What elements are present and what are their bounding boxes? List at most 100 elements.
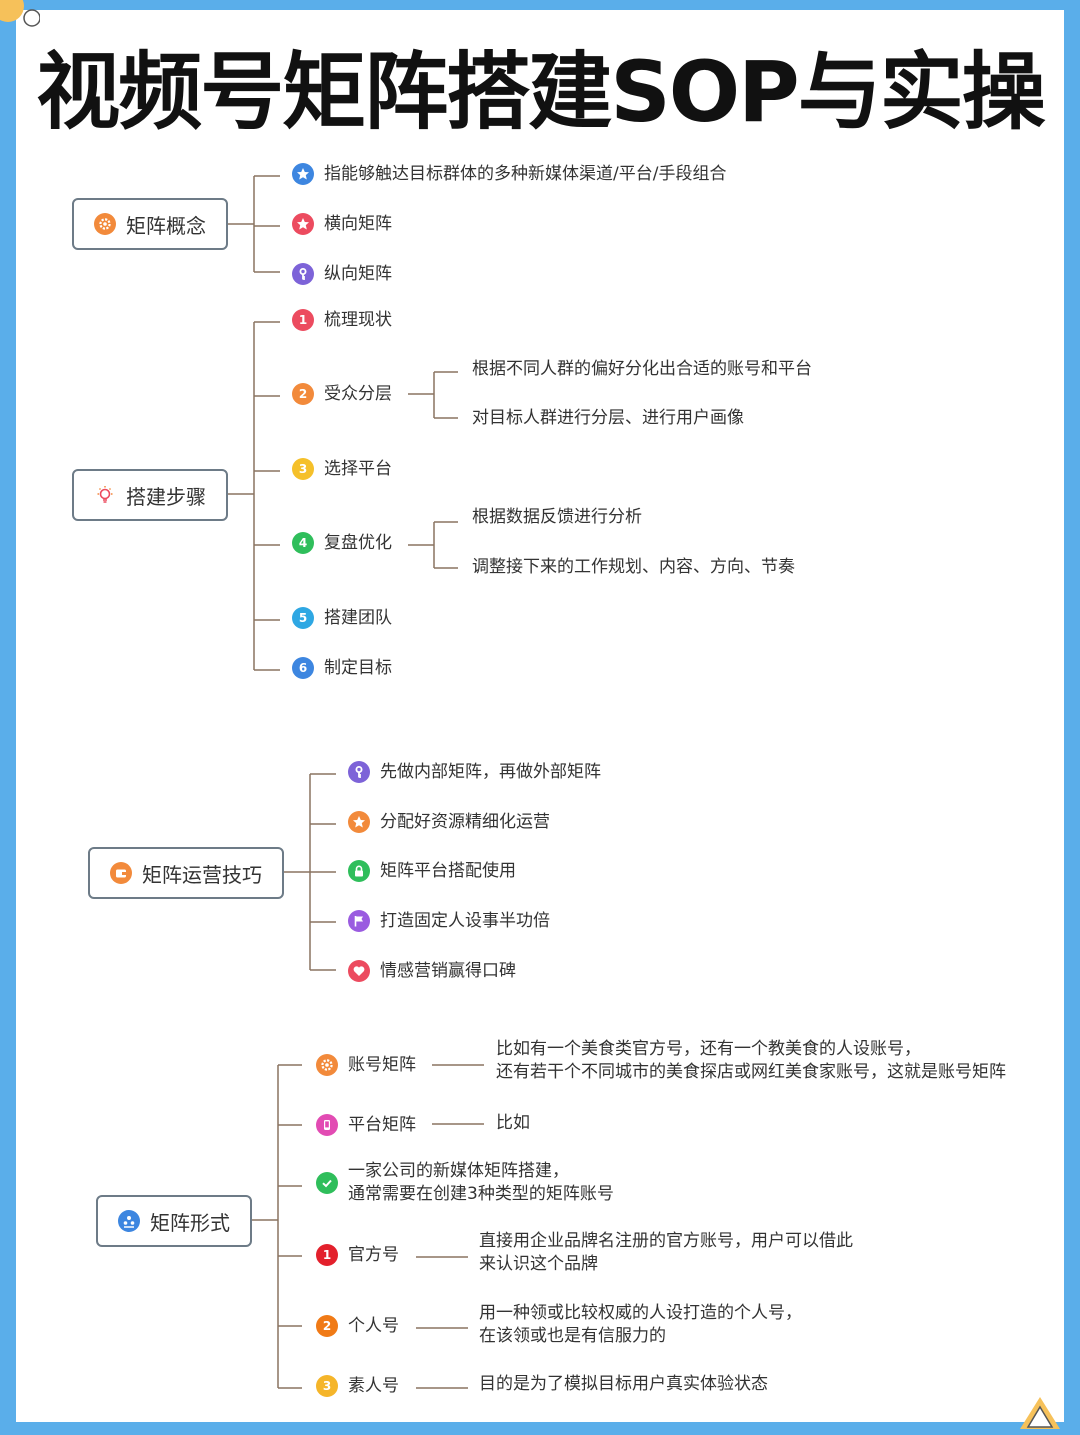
number-badge-4: 4 xyxy=(292,532,314,554)
root-label: 搭建步骤 xyxy=(126,484,206,509)
item-label: 情感营销赢得口碑 xyxy=(380,961,516,981)
list-item: 3 素人号 xyxy=(316,1374,399,1398)
item-label: 指能够触达目标群体的多种新媒体渠道/平台/手段组合 xyxy=(324,164,727,184)
root-label: 矩阵概念 xyxy=(126,213,206,238)
list-item: 3 选择平台 xyxy=(292,457,392,481)
list-item: 指能够触达目标群体的多种新媒体渠道/平台/手段组合 xyxy=(292,162,726,186)
list-item: 平台矩阵 xyxy=(316,1113,416,1137)
lock-icon xyxy=(348,860,370,882)
connector-line xyxy=(252,1064,302,1389)
lightbulb-icon xyxy=(94,484,116,506)
check-icon xyxy=(316,1172,338,1194)
item-label: 分配好资源精细化运营 xyxy=(380,812,550,832)
item-label: 制定目标 xyxy=(324,658,392,678)
item-label-line: 一家公司的新媒体矩阵搭建， xyxy=(348,1161,569,1181)
number-badge-6: 6 xyxy=(292,657,314,679)
heart-icon xyxy=(348,960,370,982)
item-label: 素人号 xyxy=(348,1376,399,1396)
sub-item: 调整接下来的工作规划、内容、方向、节奏 xyxy=(472,557,795,577)
star-icon xyxy=(292,213,314,235)
phone-icon xyxy=(316,1114,338,1136)
description-line: 用一种领或比较权威的人设打造的个人号， xyxy=(479,1303,802,1323)
triangle-decoration-icon xyxy=(1020,1397,1060,1429)
item-label: 先做内部矩阵，再做外部矩阵 xyxy=(380,762,601,782)
list-item: 分配好资源精细化运营 xyxy=(348,810,550,834)
root-node-matrix-forms: 矩阵形式 xyxy=(96,1195,252,1247)
item-label: 选择平台 xyxy=(324,459,392,479)
list-item: 情感营销赢得口碑 xyxy=(348,959,516,983)
list-item: 账号矩阵 xyxy=(316,1053,416,1077)
item-label: 账号矩阵 xyxy=(348,1055,416,1075)
root-node-operation-tips: 矩阵运营技巧 xyxy=(88,847,284,899)
number-badge-1: 1 xyxy=(292,309,314,331)
description-line: 来认识这个品牌 xyxy=(479,1254,598,1274)
page-title: 视频号矩阵搭建SOP与实操 xyxy=(36,43,1045,141)
list-item: 5 搭建团队 xyxy=(292,606,392,630)
people-icon xyxy=(118,1210,140,1232)
item-label: 横向矩阵 xyxy=(324,214,392,234)
key-icon xyxy=(292,263,314,285)
sub-item: 根据不同人群的偏好分化出合适的账号和平台 xyxy=(472,359,812,379)
connector-line xyxy=(408,521,458,569)
item-description: 比如有一个美食类官方号，还有一个教美食的人设账号， 还有若干个不同城市的美食探店… xyxy=(496,1038,1006,1084)
list-item: 一家公司的新媒体矩阵搭建， 通常需要在创建3种类型的矩阵账号 xyxy=(316,1160,614,1206)
star-icon xyxy=(348,811,370,833)
item-label: 平台矩阵 xyxy=(348,1115,416,1135)
item-label: 纵向矩阵 xyxy=(324,264,392,284)
root-label: 矩阵运营技巧 xyxy=(142,862,262,887)
description-line: 比如有一个美食类官方号，还有一个教美食的人设账号， xyxy=(496,1039,921,1059)
connector-line xyxy=(228,321,280,671)
wallet-icon xyxy=(110,862,132,884)
item-label: 搭建团队 xyxy=(324,608,392,628)
list-item: 横向矩阵 xyxy=(292,212,392,236)
item-label: 矩阵平台搭配使用 xyxy=(380,861,516,881)
item-label: 一家公司的新媒体矩阵搭建， 通常需要在创建3种类型的矩阵账号 xyxy=(348,1160,614,1206)
star-icon xyxy=(292,163,314,185)
list-item: 先做内部矩阵，再做外部矩阵 xyxy=(348,760,601,784)
item-label: 个人号 xyxy=(348,1316,399,1336)
number-badge-2: 2 xyxy=(316,1315,338,1337)
list-item: 2 个人号 xyxy=(316,1314,399,1338)
list-item: 矩阵平台搭配使用 xyxy=(348,859,516,883)
connector-line xyxy=(416,1064,484,1389)
list-item: 4 复盘优化 xyxy=(292,531,392,555)
root-node-build-steps: 搭建步骤 xyxy=(72,469,228,521)
list-item: 1 梳理现状 xyxy=(292,308,392,332)
item-description: 用一种领或比较权威的人设打造的个人号， 在该领或也是有信服力的 xyxy=(479,1302,802,1348)
list-item: 1 官方号 xyxy=(316,1243,399,1267)
list-item: 纵向矩阵 xyxy=(292,262,392,286)
item-label: 复盘优化 xyxy=(324,533,392,553)
flag-icon xyxy=(348,910,370,932)
gear-icon xyxy=(94,213,116,235)
list-item: 6 制定目标 xyxy=(292,656,392,680)
connector-line xyxy=(284,773,336,971)
number-badge-5: 5 xyxy=(292,607,314,629)
number-badge-1: 1 xyxy=(316,1244,338,1266)
item-description: 比如 xyxy=(496,1113,530,1133)
item-label: 打造固定人设事半功倍 xyxy=(380,911,550,931)
description-line: 直接用企业品牌名注册的官方账号，用户可以借此 xyxy=(479,1231,853,1251)
description-line: 还有若干个不同城市的美食探店或网红美食家账号，这就是账号矩阵 xyxy=(496,1062,1006,1082)
list-item: 打造固定人设事半功倍 xyxy=(348,909,550,933)
root-node-matrix-concept: 矩阵概念 xyxy=(72,198,228,250)
key-icon xyxy=(348,761,370,783)
list-item: 2 受众分层 xyxy=(292,382,392,406)
sub-item: 根据数据反馈进行分析 xyxy=(472,507,642,527)
connector-line xyxy=(408,371,458,419)
description-line: 在该领或也是有信服力的 xyxy=(479,1326,666,1346)
number-badge-3: 3 xyxy=(292,458,314,480)
gear-icon xyxy=(316,1054,338,1076)
item-label-line: 通常需要在创建3种类型的矩阵账号 xyxy=(348,1184,614,1204)
item-description: 直接用企业品牌名注册的官方账号，用户可以借此 来认识这个品牌 xyxy=(479,1230,853,1276)
number-badge-3: 3 xyxy=(316,1375,338,1397)
item-label: 梳理现状 xyxy=(324,310,392,330)
number-badge-2: 2 xyxy=(292,383,314,405)
item-description: 目的是为了模拟目标用户真实体验状态 xyxy=(479,1374,768,1394)
root-label: 矩阵形式 xyxy=(150,1210,230,1235)
sub-item: 对目标人群进行分层、进行用户画像 xyxy=(472,408,744,428)
connector-line xyxy=(228,175,280,273)
item-label: 官方号 xyxy=(348,1245,399,1265)
corner-decoration-icon xyxy=(0,0,40,27)
item-label: 受众分层 xyxy=(324,384,392,404)
